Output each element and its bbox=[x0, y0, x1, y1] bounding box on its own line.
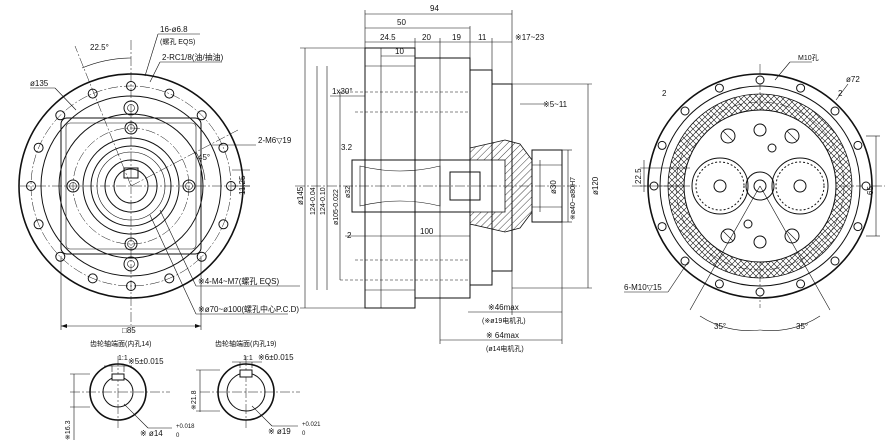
chamfer-label: 1x30° bbox=[332, 87, 353, 96]
detail14-bore-tol-up: +0.018 bbox=[176, 424, 195, 430]
dim-10-label: 10 bbox=[395, 47, 404, 56]
dim-50-label: 50 bbox=[397, 18, 406, 27]
dim-3-2-label: 3.2 bbox=[341, 143, 353, 152]
detail14-title: 齿轮轴端面(内孔14) bbox=[90, 339, 151, 348]
dim-20-label: 20 bbox=[422, 33, 431, 42]
detail19-scale: 1:1 bbox=[243, 355, 253, 362]
len-64-note: (ø14电机孔) bbox=[486, 344, 524, 353]
len-64-label: ※ 64max bbox=[486, 331, 519, 340]
angle-35-left: 35° bbox=[714, 322, 726, 331]
detail14-scale: 1:1 bbox=[118, 355, 128, 362]
detail-view-bore-19: 齿轮轴端面(内孔19) 1:1 ※6±0.015 ※21.8 ※ ø19 +0.… bbox=[191, 339, 321, 437]
angle-35-right: 35° bbox=[796, 322, 808, 331]
dim-65-label: 65 bbox=[866, 186, 875, 195]
detail19-depth: ※21.8 bbox=[191, 390, 198, 410]
detail19-key: ※6±0.015 bbox=[258, 353, 294, 362]
pcd-label: ※ø70~ø100(螺孔中心P.C.D) bbox=[198, 304, 299, 314]
motor-screw-label: ※4-M4~M7(螺孔 EQS) bbox=[198, 276, 279, 286]
rear-bolt-holes bbox=[649, 75, 871, 297]
angle-45-label: 45° bbox=[198, 153, 210, 162]
dim-22-5-label: 22.5 bbox=[634, 168, 643, 184]
square-85-label: □85 bbox=[122, 326, 136, 335]
d124a-label: 124-0.04 bbox=[310, 187, 317, 215]
rear-dim-2-left: 2 bbox=[662, 89, 667, 98]
dim-24-5-label: 24.5 bbox=[380, 33, 396, 42]
oil-port-label: 2-RC1/8(油/抽油) bbox=[162, 52, 224, 62]
rear-view: M10孔 ø72 2 2 22.5 65 6-M10▽15 35° 35° bbox=[624, 54, 885, 331]
front-view: 22.5° 16-ø6.8 (螺孔 EQS) 2-RC1/8(油/抽油) ø13… bbox=[18, 25, 300, 335]
detail19-bore-tol-up: +0.021 bbox=[302, 422, 321, 428]
detail-view-bore-14: 齿轮轴端面(内孔14) 1:1 ※5±0.015 ※16.3 ※ ø14 +0.… bbox=[65, 339, 195, 440]
bolt-hole-note: (螺孔 EQS) bbox=[160, 37, 195, 46]
m10-depth-label: 6-M10▽15 bbox=[624, 283, 662, 292]
od-135-label: ø135 bbox=[30, 79, 49, 88]
d40-80-label: ※ø40~ø80H7 bbox=[570, 177, 577, 220]
rear-dim-2-right: 2 bbox=[838, 89, 843, 98]
d124b-label: 124-0.10 bbox=[320, 187, 327, 215]
detail14-depth: ※16.3 bbox=[65, 420, 72, 440]
planet-gears bbox=[691, 157, 829, 215]
angle-22-5-label: 22.5° bbox=[90, 43, 109, 52]
overall-94-label: 94 bbox=[430, 4, 439, 13]
section-view: ø145 124-0.04 124-0.10 ø105-0.022 ø32 94… bbox=[295, 4, 600, 353]
offset-11-25-label: 11.25 bbox=[238, 175, 247, 195]
flange-bolt-holes bbox=[26, 81, 236, 291]
len-46-note: (※ø19电机孔) bbox=[482, 316, 526, 325]
detail19-title: 齿轮轴端面(内孔19) bbox=[215, 339, 276, 348]
bolt-hole-label: 16-ø6.8 bbox=[160, 25, 188, 34]
d72-label: ø72 bbox=[846, 75, 860, 84]
dim-19-label: 19 bbox=[452, 33, 461, 42]
detail14-key: ※5±0.015 bbox=[128, 357, 164, 366]
dim-100-label: 100 bbox=[420, 227, 434, 236]
detail19-bore-tol-lo: 0 bbox=[302, 431, 306, 437]
m6-label: 2-M6▽19 bbox=[258, 136, 292, 145]
d120-label: ø120 bbox=[591, 176, 600, 195]
len-46-label: ※46max bbox=[488, 303, 519, 312]
detail14-bore: ※ ø14 bbox=[140, 429, 163, 438]
d30-label: ø30 bbox=[549, 180, 558, 194]
d105-label: ø105-0.022 bbox=[333, 189, 340, 225]
m10-holes bbox=[720, 123, 800, 249]
m10-hole-label: M10孔 bbox=[798, 54, 819, 62]
key-5-11-label: ※5~11 bbox=[543, 100, 568, 109]
d32-label: ø32 bbox=[345, 186, 352, 198]
dim-17-23-label: ※17~23 bbox=[515, 33, 545, 42]
d145-label: ø145 bbox=[296, 186, 305, 205]
detail19-bore: ※ ø19 bbox=[268, 427, 291, 436]
dim-2-label: 2 bbox=[347, 231, 352, 240]
motor-screw-holes bbox=[66, 100, 196, 272]
detail14-bore-tol-lo: 0 bbox=[176, 433, 180, 439]
dim-11-label: 11 bbox=[478, 33, 487, 42]
